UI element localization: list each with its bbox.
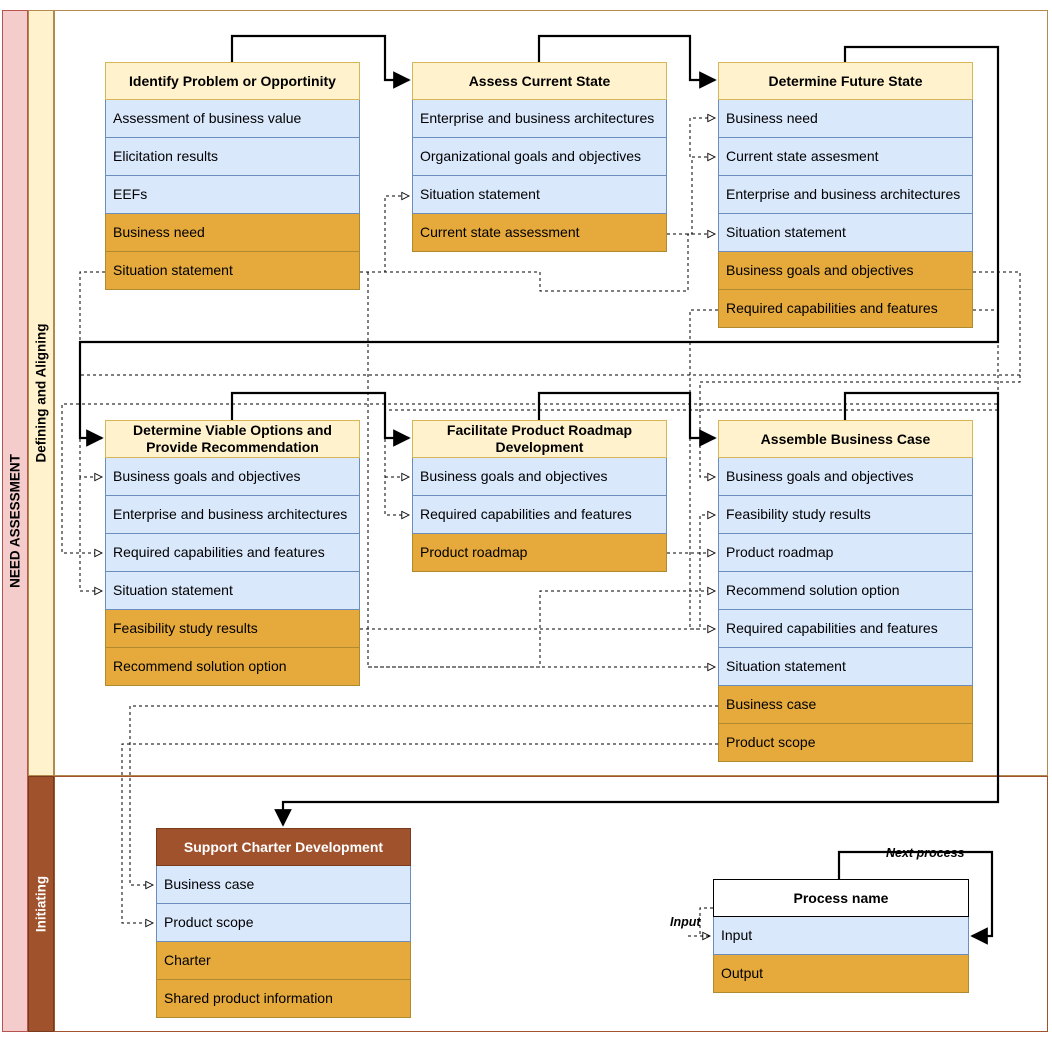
lane-label-defining-aligning: Defining and Aligning: [33, 323, 49, 463]
process-input: Product scope: [156, 904, 411, 942]
process-input: Enterprise and business architectures: [718, 176, 973, 214]
process-input: Assessment of business value: [105, 100, 360, 138]
legend-next-process-label: Next process: [886, 846, 965, 860]
process-assess-current-state: Assess Current State Enterprise and busi…: [412, 62, 667, 252]
lane-need-assessment: [2, 10, 28, 1032]
lane-label-initiating: Initiating: [33, 875, 49, 933]
legend-title: Process name: [713, 879, 969, 917]
process-input: Situation statement: [718, 648, 973, 686]
process-output: Recommend solution option: [105, 648, 360, 686]
process-output: Required capabilities and features: [718, 290, 973, 328]
process-input: Product roadmap: [718, 534, 973, 572]
process-title: Facilitate Product Roadmap Development: [412, 420, 667, 458]
process-title: Support Charter Development: [156, 828, 411, 866]
process-input: Elicitation results: [105, 138, 360, 176]
lane-label-need-assessment: NEED ASSESSMENT: [7, 454, 23, 588]
process-input: Business case: [156, 866, 411, 904]
process-title: Assemble Business Case: [718, 420, 973, 458]
process-output: Situation statement: [105, 252, 360, 290]
process-input: Required capabilities and features: [105, 534, 360, 572]
process-output: Current state assessment: [412, 214, 667, 252]
process-title: Determine Viable Options and Provide Rec…: [105, 420, 360, 458]
process-input: Enterprise and business architectures: [412, 100, 667, 138]
process-input: Business goals and objectives: [105, 458, 360, 496]
process-title: Assess Current State: [412, 62, 667, 100]
legend-input-label: Input: [670, 915, 701, 929]
legend-process: Process name Input Output: [713, 879, 969, 993]
legend-input: Input: [713, 917, 969, 955]
lane-defining-aligning: [28, 10, 54, 776]
legend-output: Output: [713, 955, 969, 993]
process-title: Determine Future State: [718, 62, 973, 100]
process-input: Business goals and objectives: [412, 458, 667, 496]
process-facilitate-roadmap: Facilitate Product Roadmap Development B…: [412, 420, 667, 572]
process-output: Feasibility study results: [105, 610, 360, 648]
lane-initiating: [28, 776, 54, 1032]
process-input: Feasibility study results: [718, 496, 973, 534]
process-input: Required capabilities and features: [412, 496, 667, 534]
process-assemble-business-case: Assemble Business Case Business goals an…: [718, 420, 973, 762]
process-input: Required capabilities and features: [718, 610, 973, 648]
process-input: Situation statement: [718, 214, 973, 252]
process-input: Situation statement: [105, 572, 360, 610]
process-input: Situation statement: [412, 176, 667, 214]
process-output: Charter: [156, 942, 411, 980]
process-output: Product scope: [718, 724, 973, 762]
process-output: Business need: [105, 214, 360, 252]
process-input: EEFs: [105, 176, 360, 214]
process-support-charter: Support Charter Development Business cas…: [156, 828, 411, 1018]
process-output: Shared product information: [156, 980, 411, 1018]
process-output: Product roadmap: [412, 534, 667, 572]
process-identify-problem: Identify Problem or Opportinity Assessme…: [105, 62, 360, 290]
process-input: Recommend solution option: [718, 572, 973, 610]
process-determine-viable-options: Determine Viable Options and Provide Rec…: [105, 420, 360, 686]
process-determine-future-state: Determine Future State Business need Cur…: [718, 62, 973, 328]
process-output: Business goals and objectives: [718, 252, 973, 290]
process-input: Business need: [718, 100, 973, 138]
process-input: Enterprise and business architectures: [105, 496, 360, 534]
process-title: Identify Problem or Opportinity: [105, 62, 360, 100]
process-input: Current state assesment: [718, 138, 973, 176]
process-input: Organizational goals and objectives: [412, 138, 667, 176]
process-input: Business goals and objectives: [718, 458, 973, 496]
process-output: Business case: [718, 686, 973, 724]
